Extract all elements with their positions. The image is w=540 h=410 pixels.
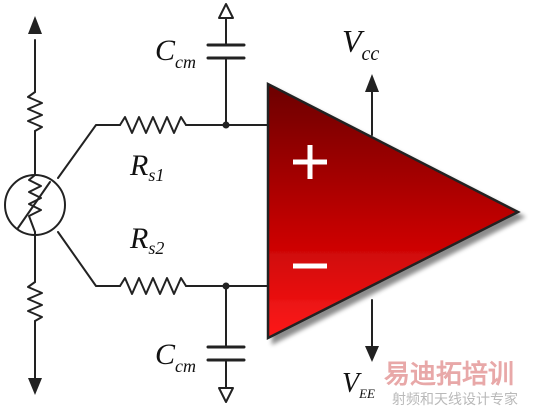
junction-dot-top — [222, 121, 230, 129]
label-rs2: Rs2 — [129, 222, 164, 258]
junction-dot-bottom — [222, 282, 230, 290]
resistor-rs2 — [119, 277, 187, 295]
wire-upper-branch — [57, 124, 121, 179]
opamp-triangle — [266, 81, 521, 341]
label-ccm-bottom: Ccm — [155, 338, 196, 376]
vcc-arrow-up-icon — [365, 74, 379, 92]
label-rs1: Rs1 — [129, 149, 164, 185]
arrow-down-icon — [28, 378, 42, 395]
wire-lower-branch — [57, 231, 121, 287]
vee-arrow-down-icon — [365, 346, 379, 362]
resistor-bottom-left — [27, 281, 43, 322]
ground-top-icon — [218, 3, 234, 19]
label-vee: VEE — [342, 368, 375, 401]
watermark-subtitle: 射频和天线设计专家 — [392, 391, 518, 408]
thermistor-arrow — [17, 181, 51, 229]
ground-bottom-icon — [218, 387, 234, 403]
resistor-rs1 — [119, 116, 187, 134]
label-ccm-top: Ccm — [155, 34, 196, 72]
thermistor-element — [28, 174, 42, 233]
watermark-title: 易迪拓培训 — [384, 360, 514, 390]
arrow-up-icon — [28, 16, 42, 34]
resistor-top-left — [27, 91, 43, 132]
label-vcc: Vcc — [342, 23, 379, 65]
